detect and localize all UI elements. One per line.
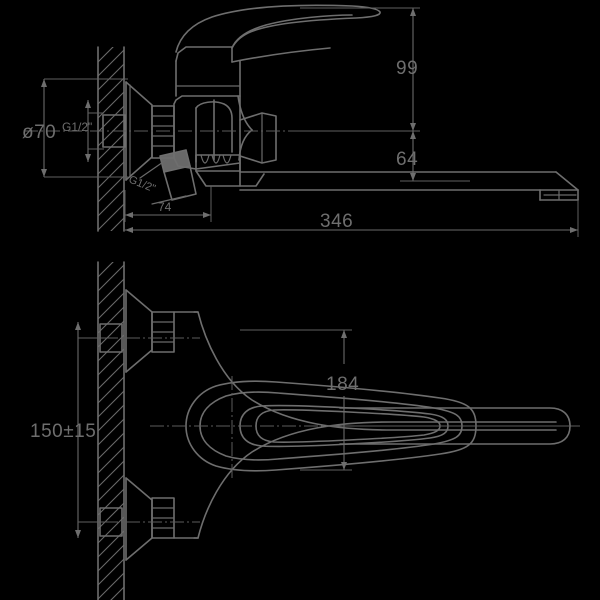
spout-collar (239, 112, 277, 164)
dimension-label-74: 74 (158, 200, 172, 214)
lever-handle-side (175, 4, 381, 63)
aerator-ring (195, 154, 265, 187)
mixer-body-front (173, 311, 557, 539)
dimension-label-diameter: ø70 (22, 122, 56, 143)
spout-tube-side (239, 171, 579, 201)
dimension-184: 184 (240, 329, 359, 471)
lower-inlet-assembly (82, 477, 200, 561)
dimension-label-150: 150±15 (30, 421, 96, 442)
dimension-label-346: 346 (320, 211, 353, 232)
dimension-label-184: 184 (326, 374, 359, 395)
spout-tube-front (336, 407, 578, 445)
threaded-connector (151, 105, 175, 159)
wall-section-hatch-front (97, 261, 125, 600)
lever-handle-front (150, 376, 580, 480)
dimension-346: 346 (125, 200, 579, 237)
dimension-64: 64 (396, 131, 470, 182)
cartridge-detail (195, 95, 253, 163)
dimension-label-thread: G1/2" (62, 120, 92, 134)
dimension-74: 74 (124, 186, 212, 222)
front-view: 150±15 184 (30, 261, 580, 600)
side-view: ø70 G1/2" G1/2" 99 (22, 4, 579, 237)
diverter-block (139, 149, 197, 205)
dimension-thread-upper: G1/2" (62, 100, 104, 162)
dimension-label-99: 99 (396, 58, 418, 79)
dimension-150: 150±15 (30, 322, 104, 538)
upper-inlet-assembly (82, 289, 200, 373)
wall-section-hatch (97, 46, 125, 232)
dimension-99: 99 (300, 7, 420, 132)
dimension-diameter-70: ø70 (22, 78, 128, 178)
dimension-label-64: 64 (396, 149, 418, 170)
